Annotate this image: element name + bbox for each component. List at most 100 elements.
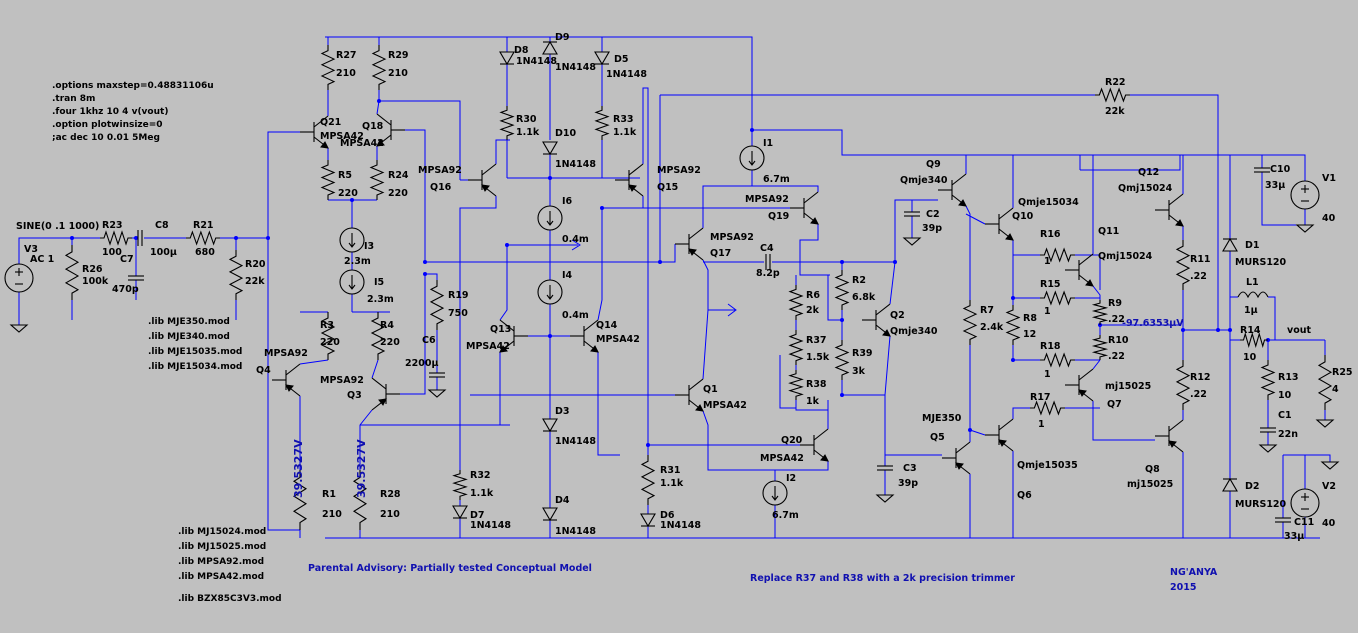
label-C11v: 33µ	[1284, 531, 1304, 542]
transistor-Q2	[862, 303, 891, 337]
transistor-Q7	[1065, 368, 1094, 402]
diode-D6	[640, 513, 656, 528]
capacitor-C3	[877, 465, 893, 471]
lib-directive: .lib MJE15034.mod	[148, 362, 242, 372]
label-Q6: Q6	[1017, 490, 1032, 501]
label-R18v: 1	[1044, 369, 1051, 380]
transistor-Q4	[272, 363, 301, 397]
ground-symbol	[1295, 224, 1315, 233]
current-source-I4	[537, 279, 563, 305]
label-R24v: 220	[388, 188, 408, 199]
spice-directive: ;ac dec 10 0.01 5Meg	[52, 133, 160, 143]
resistor-R29	[371, 45, 387, 90]
label-L1: L1	[1246, 277, 1259, 288]
label-R9v: .22	[1108, 314, 1125, 325]
resistor-R26	[64, 245, 80, 300]
label-R10v: .22	[1108, 351, 1125, 362]
label-I4v: 0.4m	[562, 310, 589, 321]
capacitor-C2	[904, 211, 920, 217]
label-Q12t: Qmj15024	[1118, 183, 1173, 194]
label-R4v: 220	[380, 337, 400, 348]
label-Q4t: MPSA92	[264, 348, 308, 359]
label-D5: D5	[614, 54, 629, 65]
label-R28v: 210	[380, 509, 400, 520]
current-source-I3	[339, 227, 365, 253]
resistor-R27	[320, 45, 336, 90]
transistor-Q1	[675, 378, 704, 412]
label-R5v: 220	[338, 188, 358, 199]
resistor-R24	[369, 160, 385, 200]
label-R12: R12	[1190, 372, 1211, 383]
label-R22: R22	[1105, 77, 1126, 88]
label-D6: D6	[660, 510, 675, 521]
resistor-R23	[100, 230, 132, 246]
diode-D7	[452, 505, 468, 520]
diode-D3	[542, 418, 558, 433]
label-R31: R31	[660, 465, 681, 476]
ground-symbol	[1258, 444, 1278, 453]
resistor-R7	[962, 300, 978, 345]
label-C1: C1	[1278, 410, 1292, 421]
label-Q5t: MJE350	[922, 413, 962, 424]
spice-directive: .tran 8m	[52, 94, 95, 104]
label-Q1: Q1	[703, 384, 718, 395]
label-I1: I1	[763, 138, 773, 149]
label-R37v: 1.5k	[806, 352, 830, 363]
transistor-Q14	[570, 319, 599, 353]
label-Q13: Q13	[490, 324, 511, 335]
label-sine: SINE(0 .1 1000)	[16, 221, 99, 232]
label-Q18t: MPSA42	[340, 138, 384, 149]
diode-D8	[499, 51, 515, 66]
label-I5: I5	[374, 277, 384, 288]
label-Q2: Q2	[890, 310, 905, 321]
spice-directive: .option plotwinsize=0	[52, 120, 163, 130]
current-source-I1	[739, 145, 765, 171]
label-D4t: 1N4148	[555, 526, 596, 537]
label-R19: R19	[448, 290, 469, 301]
trimmer-note: Replace R37 and R38 with a 2k precision …	[750, 573, 1015, 584]
label-Q12: Q12	[1138, 167, 1159, 178]
label-R13v: 10	[1278, 390, 1292, 401]
label-R17v: 1	[1038, 419, 1045, 430]
author-note: NG'ANYA	[1170, 567, 1218, 578]
label-D10: D10	[555, 128, 576, 139]
label-I6: I6	[562, 196, 573, 207]
capacitor-C10	[1254, 167, 1270, 173]
label-V2: V2	[1322, 481, 1336, 492]
label-R14v: 10	[1243, 352, 1257, 363]
capacitor-C1	[1260, 427, 1276, 433]
label-R20v: 22k	[245, 276, 265, 287]
label-Q2t: Qmje340	[890, 326, 938, 337]
label-R8: R8	[1023, 313, 1037, 324]
resistor-R6	[788, 285, 804, 320]
label-R9: R9	[1108, 298, 1122, 309]
label-C10v: 33µ	[1265, 180, 1285, 191]
transistor-Q20	[800, 428, 829, 462]
label-D1: D1	[1245, 240, 1260, 251]
transistor-Q17	[675, 227, 704, 261]
label-Q17t: MPSA92	[710, 232, 754, 243]
resistor-R31	[640, 455, 656, 505]
label-R13: R13	[1278, 372, 1299, 383]
label-R30v: 1.1k	[516, 127, 540, 138]
transistor-Q9	[938, 173, 967, 207]
resistor-R11	[1175, 240, 1191, 290]
label-D3t: 1N4148	[555, 436, 596, 447]
capacitor-C7	[128, 275, 144, 281]
label-Q17: Q17	[710, 248, 731, 259]
resistor-R2	[834, 270, 850, 310]
transistor-Q11	[1065, 253, 1094, 287]
diode-D10	[542, 141, 558, 156]
label-Q5: Q5	[930, 432, 945, 443]
resistor-R28	[352, 470, 368, 530]
diode-D1	[1222, 237, 1238, 252]
label-I4: I4	[562, 270, 573, 281]
label-R37: R37	[806, 335, 827, 346]
label-D5t: 1N4148	[606, 69, 647, 80]
current-source-I5	[339, 269, 365, 295]
transistor-Q12	[1155, 193, 1184, 227]
label-C3: C3	[903, 463, 917, 474]
label-Q10t: Qmje15034	[1018, 197, 1079, 208]
label-C3v: 39p	[898, 478, 918, 489]
label-Q9t: Qmje340	[900, 175, 948, 186]
